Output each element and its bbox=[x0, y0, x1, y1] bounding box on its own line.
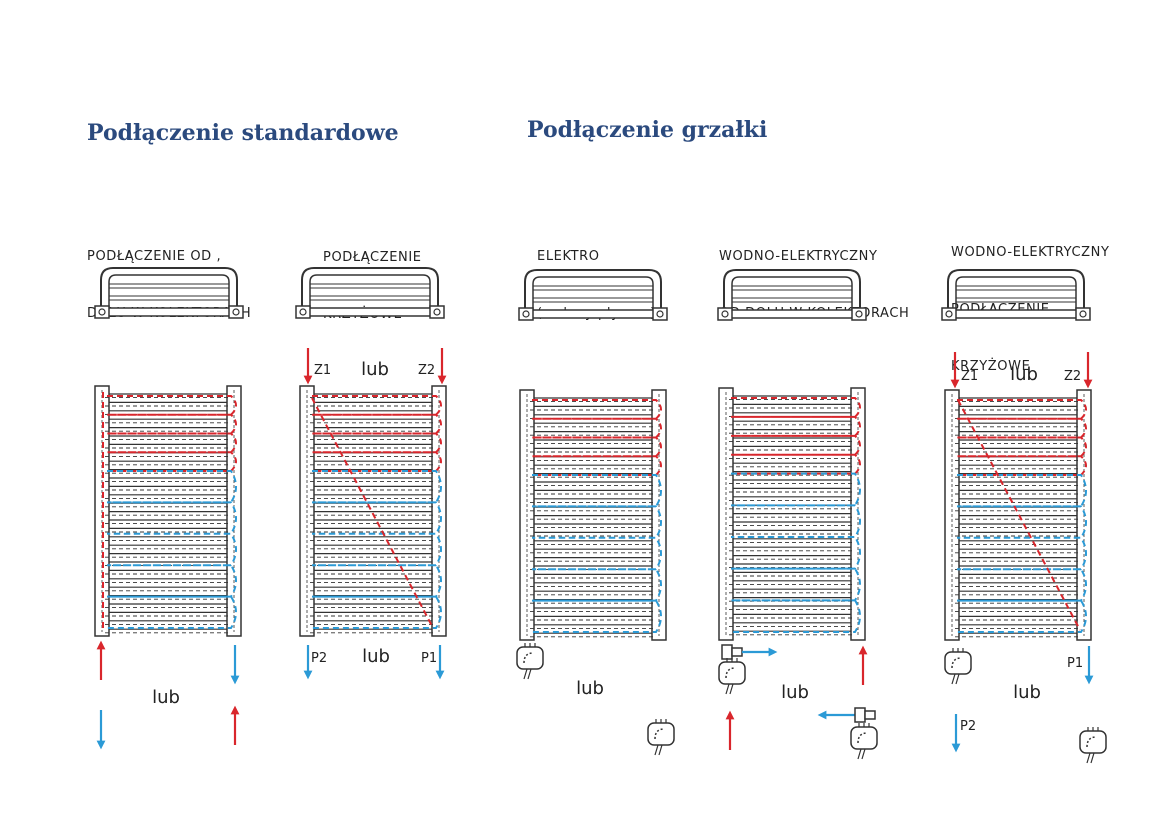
heating-element-icon bbox=[944, 648, 972, 685]
hot-flow-path bbox=[731, 397, 861, 475]
top-view-radiator-icon bbox=[94, 267, 244, 319]
lub-label: lub bbox=[576, 678, 604, 699]
heading-standard: Podłączenie standardowe bbox=[87, 120, 399, 146]
cold-flow-path bbox=[107, 470, 237, 629]
panel-label-line: WODNO-ELEKTRYCZNY bbox=[951, 245, 1110, 260]
code-label: Z2 bbox=[418, 363, 435, 378]
cross-flow-path bbox=[957, 399, 1081, 631]
cold-flow-path bbox=[532, 474, 662, 633]
cold-flow-path bbox=[957, 474, 1087, 633]
lub-label: lub bbox=[1010, 364, 1038, 385]
lub-label: lub bbox=[1013, 682, 1041, 703]
top-view-radiator-icon bbox=[941, 269, 1091, 321]
tee-connector-icon bbox=[721, 644, 743, 660]
panel-label-line: WODNO-ELEKTRYCZNY bbox=[719, 249, 878, 264]
radiator-front-icon bbox=[944, 389, 1092, 641]
lub-label: lub bbox=[152, 687, 180, 708]
code-label: P1 bbox=[421, 651, 437, 666]
code-label: Z1 bbox=[961, 369, 978, 384]
code-label: Z1 bbox=[314, 363, 331, 378]
cold-flow-path bbox=[731, 472, 861, 633]
code-label: P2 bbox=[311, 651, 327, 666]
panel-label-line: PODŁĄCZENIE OD , bbox=[87, 249, 222, 264]
heating-element-icon bbox=[850, 723, 878, 760]
radiator-front-icon bbox=[519, 389, 667, 641]
heading-heater: Podłączenie grzałki bbox=[527, 117, 768, 143]
lub-label: lub bbox=[361, 359, 389, 380]
heating-element-icon bbox=[647, 719, 675, 756]
code-label: P1 bbox=[1067, 656, 1083, 671]
hot-flow-path bbox=[107, 395, 237, 472]
code-label: Z2 bbox=[1064, 369, 1081, 384]
top-view-radiator-icon bbox=[717, 269, 867, 321]
code-label: P2 bbox=[960, 719, 976, 734]
heating-element-icon bbox=[516, 643, 544, 680]
cold-flow-path bbox=[312, 470, 442, 629]
panel-label-line: PODŁĄCZENIE bbox=[323, 250, 422, 265]
top-view-radiator-icon bbox=[518, 269, 668, 321]
lub-label: lub bbox=[781, 682, 809, 703]
panel-label-line: KRZYŻOWE bbox=[951, 359, 1031, 374]
heating-element-icon bbox=[718, 658, 746, 695]
lub-label: lub bbox=[362, 646, 390, 667]
radiator-front-icon bbox=[299, 385, 447, 637]
cross-flow-path bbox=[311, 397, 433, 627]
panel-label-line: ELEKTRO bbox=[537, 249, 600, 264]
hot-flow-path bbox=[532, 399, 662, 476]
tee-connector-icon bbox=[854, 707, 876, 723]
radiator-front-icon bbox=[718, 387, 866, 641]
radiator-front-icon bbox=[94, 385, 242, 637]
top-view-radiator-icon bbox=[295, 267, 445, 319]
hot-flow-path bbox=[957, 399, 1087, 476]
heating-element-icon bbox=[1079, 727, 1107, 764]
